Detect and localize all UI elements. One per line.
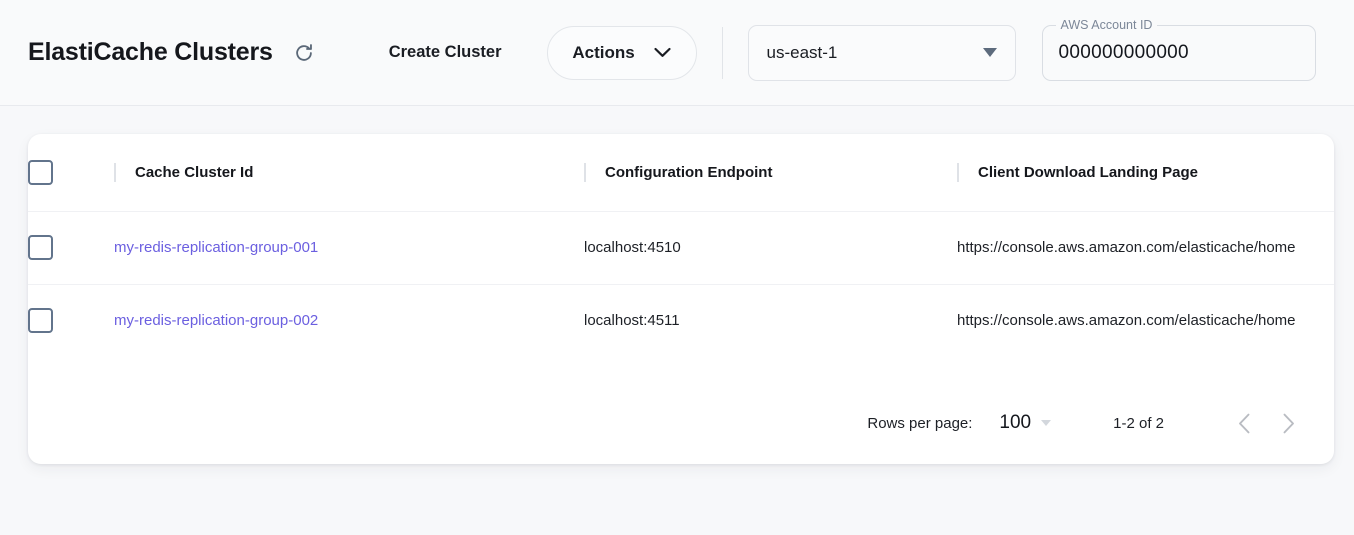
page-title: ElastiCache Clusters bbox=[28, 38, 273, 66]
column-header-landing-page[interactable]: Client Download Landing Page bbox=[957, 134, 1334, 211]
row-checkbox[interactable] bbox=[28, 235, 53, 260]
column-divider bbox=[584, 162, 586, 182]
refresh-icon bbox=[293, 42, 315, 64]
refresh-button[interactable] bbox=[287, 36, 321, 70]
column-header-label: Cache Cluster Id bbox=[135, 163, 254, 181]
table-row: my-redis-replication-group-002 localhost… bbox=[28, 284, 1334, 357]
rows-per-page-value[interactable]: 100 bbox=[999, 412, 1032, 433]
rows-per-page-caret-icon[interactable] bbox=[1041, 420, 1052, 426]
chevron-right-icon bbox=[1282, 413, 1295, 434]
app-header: ElastiCache Clusters Create Cluster Acti… bbox=[0, 0, 1354, 106]
next-page-button[interactable] bbox=[1266, 401, 1310, 445]
rows-per-page-label: Rows per page: bbox=[867, 414, 973, 432]
actions-button-label: Actions bbox=[572, 42, 635, 62]
cell-config-endpoint: localhost:4510 bbox=[584, 239, 681, 256]
cell-cluster-id: my-redis-replication-group-001 bbox=[114, 211, 584, 284]
column-header-config-endpoint[interactable]: Configuration Endpoint bbox=[584, 134, 957, 211]
aws-account-id-label: AWS Account ID bbox=[1055, 18, 1158, 32]
cluster-id-link[interactable]: my-redis-replication-group-001 bbox=[114, 239, 319, 256]
column-divider bbox=[114, 162, 116, 182]
chevron-down-icon bbox=[654, 43, 671, 63]
cluster-id-link[interactable]: my-redis-replication-group-002 bbox=[114, 312, 319, 330]
region-select[interactable]: us-east-1 bbox=[747, 24, 1016, 81]
region-select-value: us-east-1 bbox=[766, 42, 838, 62]
table-header: Cache Cluster Id Configuration Endpoint … bbox=[28, 134, 1334, 211]
cell-config-endpoint: localhost:4511 bbox=[584, 312, 680, 330]
header-divider bbox=[721, 26, 723, 79]
cell-landing-page: https://console.aws.amazon.com/elasticac… bbox=[957, 239, 1296, 256]
row-select-cell bbox=[28, 284, 114, 357]
select-all-cell bbox=[28, 134, 114, 211]
clusters-table: Cache Cluster Id Configuration Endpoint … bbox=[28, 134, 1334, 357]
cell-cluster-id: my-redis-replication-group-002 bbox=[114, 284, 584, 357]
select-all-checkbox[interactable] bbox=[28, 159, 53, 185]
cell-landing-page: https://console.aws.amazon.com/elasticac… bbox=[957, 312, 1296, 330]
page-body: Cache Cluster Id Configuration Endpoint … bbox=[0, 106, 1354, 464]
caret-down-icon bbox=[982, 48, 997, 57]
column-header-cluster-id[interactable]: Cache Cluster Id bbox=[114, 134, 584, 211]
create-cluster-button[interactable]: Create Cluster bbox=[379, 35, 512, 70]
row-select-cell bbox=[28, 211, 114, 284]
pagination-range: 1-2 of 2 bbox=[1113, 414, 1164, 432]
column-header-label: Client Download Landing Page bbox=[978, 163, 1199, 181]
aws-account-id-field[interactable]: AWS Account ID 000000000000 bbox=[1041, 18, 1316, 81]
table-body: my-redis-replication-group-001 localhost… bbox=[28, 211, 1334, 357]
column-divider bbox=[957, 162, 959, 182]
column-header-label: Configuration Endpoint bbox=[605, 163, 773, 181]
aws-account-id-value: 000000000000 bbox=[1058, 41, 1189, 63]
table-row: my-redis-replication-group-001 localhost… bbox=[28, 211, 1334, 284]
pagination-bar: Rows per page: 100 1-2 of 2 bbox=[28, 382, 1334, 464]
table-header-row: Cache Cluster Id Configuration Endpoint … bbox=[28, 134, 1334, 211]
clusters-card: Cache Cluster Id Configuration Endpoint … bbox=[28, 134, 1334, 464]
previous-page-button[interactable] bbox=[1222, 401, 1266, 445]
actions-button[interactable]: Actions bbox=[546, 25, 697, 80]
row-checkbox[interactable] bbox=[28, 308, 53, 334]
chevron-left-icon bbox=[1238, 413, 1251, 434]
